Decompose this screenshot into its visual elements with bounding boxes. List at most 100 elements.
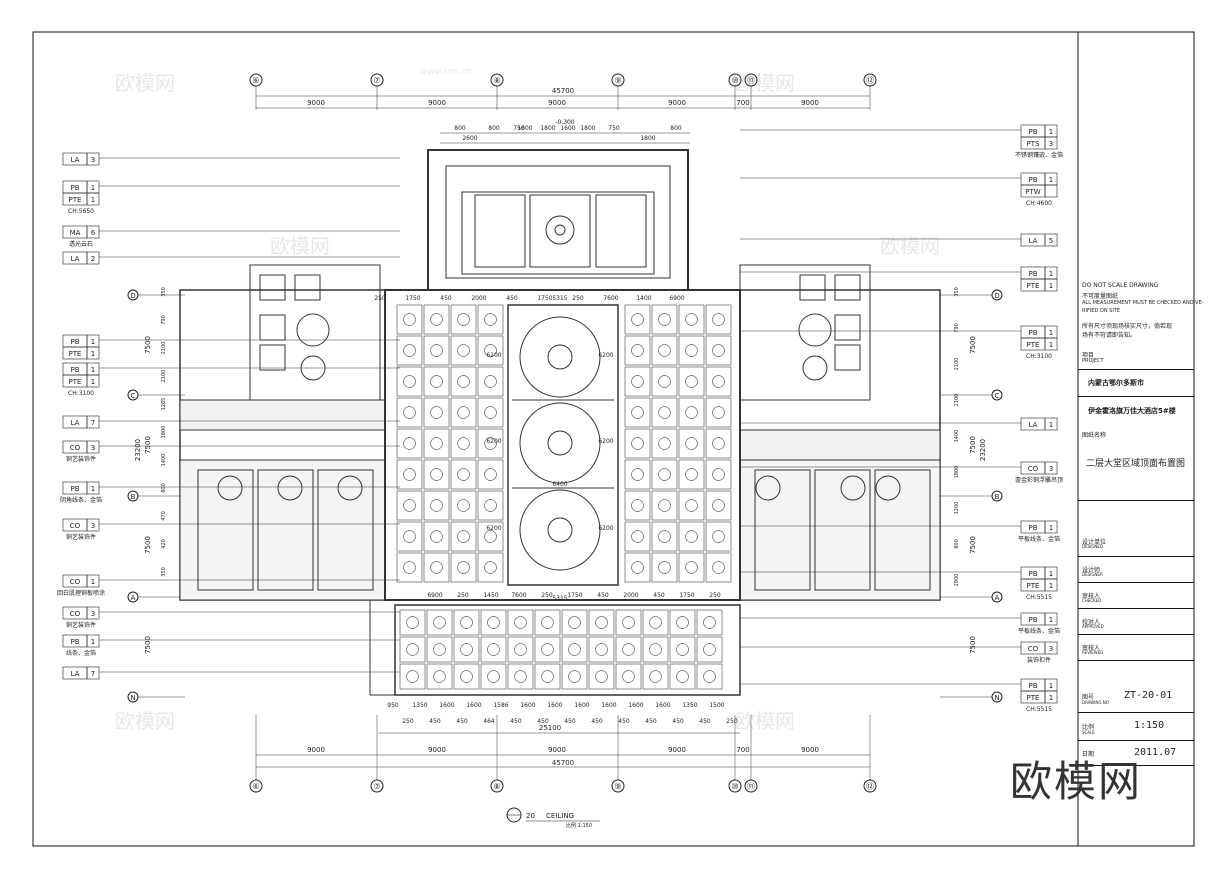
approved-label-en: APPROVED (1082, 624, 1104, 629)
coffer-light (514, 643, 527, 656)
tag-code: PTE (1027, 582, 1040, 590)
dim-lower-width: 1500 (709, 702, 724, 709)
coffer-light (433, 643, 446, 656)
row-label: D (130, 292, 135, 300)
drawing-title-label: 图纸名称 (1082, 432, 1107, 439)
tag-code: PTW (1025, 188, 1040, 196)
coffer-cell (423, 521, 450, 552)
tag-num-box (86, 346, 100, 360)
drawing-number: ZT-20-01 (1124, 690, 1173, 701)
coffer-cell (480, 609, 507, 636)
tag-code: PB (1028, 682, 1037, 690)
grid-label: ⑨ (614, 76, 621, 85)
coffer-cell (651, 521, 678, 552)
coffer-cell (480, 663, 507, 690)
coffer-cell (615, 636, 642, 663)
coffer-light (649, 643, 662, 656)
coffer-light (658, 406, 671, 419)
dim-core-mid: 6200 (598, 525, 613, 532)
dim-right-small: 1400 (954, 430, 960, 443)
tag-note: 线条、金箔 (66, 649, 96, 657)
dim-lower-small: 450 (699, 718, 711, 725)
coffer-cell (651, 552, 678, 583)
dim-lower-width: 1600 (520, 702, 535, 709)
drawing-no-label-en: DRAWING NO (1082, 700, 1109, 705)
tag-num: 1 (91, 338, 95, 346)
tag-num: 1 (91, 485, 95, 493)
dim-core-bottom: 250 (709, 592, 721, 599)
tag-code: LA (1029, 237, 1038, 245)
tag-num: 1 (91, 638, 95, 646)
dim-bottom-span: 9000 (668, 746, 686, 754)
dim-lower-small: 464 (483, 718, 495, 725)
tag-num-box (1044, 184, 1058, 198)
tag-code: PTE (69, 196, 82, 204)
dim-lower-width: 950 (387, 702, 399, 709)
coffer-cell (477, 490, 504, 521)
coffer-cell (624, 552, 651, 583)
dim-core-mid: 6200 (598, 352, 613, 359)
coffer-cell (705, 397, 732, 428)
tag-num: 1 (1049, 421, 1053, 429)
coffer-light (406, 643, 419, 656)
coffer-cell (678, 459, 705, 490)
grid-label: ⑨ (614, 782, 621, 791)
coffer-light (430, 313, 443, 326)
tag-num: 1 (1049, 282, 1053, 290)
tag-note: CH:5515 (1026, 594, 1052, 601)
date-label: 日期 (1082, 751, 1095, 758)
coffer-cell (651, 459, 678, 490)
tag-num-box (86, 606, 100, 620)
row-label: N (130, 694, 135, 702)
dim-center: 6400 (552, 481, 567, 488)
dim-core-mid: 6200 (598, 438, 613, 445)
tag-code: CO (70, 522, 81, 530)
dim-top-small: 800 (670, 125, 682, 132)
tag-code: PTE (69, 350, 82, 358)
dim-left-row: 7500 (144, 636, 152, 654)
dim-top-small: 1800 (540, 125, 555, 132)
dim-core-top: 1750 (537, 295, 552, 302)
drawing-callout: 20 CEILING 比例 1:150 (506, 807, 600, 829)
coffer-cell (705, 428, 732, 459)
callout-title: CEILING (546, 812, 574, 820)
watermark-5: 欧模网 (115, 709, 175, 733)
coffer-cell (477, 521, 504, 552)
tag-code: PB (1028, 570, 1037, 578)
dim-right-small: 350 (954, 287, 960, 297)
dim-top-small: 1600 (560, 125, 575, 132)
tag-note: CH:4600 (1026, 200, 1052, 207)
dim-bottom-span: 9000 (548, 746, 566, 754)
row-label: C (131, 392, 136, 400)
coffer-cell (696, 636, 723, 663)
coffer-light (658, 344, 671, 357)
dim-core-top: 250 (572, 295, 584, 302)
drawing-no-label: 图号 (1082, 694, 1095, 701)
dim-left-small: 1800 (161, 426, 167, 439)
coffer-cell (561, 609, 588, 636)
dim-left-small: 790 (161, 315, 167, 325)
dim-lower-small: 450 (456, 718, 468, 725)
coffer-light (685, 561, 698, 574)
coffer-cell (426, 663, 453, 690)
tag-code: LA (71, 670, 80, 678)
title-block: DO NOT SCALE DRAWING 不可度量图纸 ALL MEASUREM… (1078, 32, 1204, 846)
coffer-cell (642, 663, 669, 690)
project-name: 伊金霍洛旗万佳大酒店5#楼 (1088, 407, 1176, 415)
dim-top-small: 750 (513, 125, 525, 132)
tag-num: 3 (91, 522, 95, 530)
dim-top-span: 700 (736, 99, 749, 107)
coffer-light (457, 499, 470, 512)
watermark-3: 欧模网 (270, 234, 330, 258)
reviewed-label-en: REVIEWED (1082, 650, 1104, 655)
tag-num: 3 (91, 156, 95, 164)
coffer-cell (651, 304, 678, 335)
coffer-light (631, 344, 644, 357)
dim-lower-width: 1350 (682, 702, 697, 709)
coffer-cell (396, 428, 423, 459)
dim-core-mid: 6200 (486, 438, 501, 445)
reviewed-label: 审核人 (1082, 645, 1101, 652)
coffer-light (403, 344, 416, 357)
coffer-cell (399, 636, 426, 663)
